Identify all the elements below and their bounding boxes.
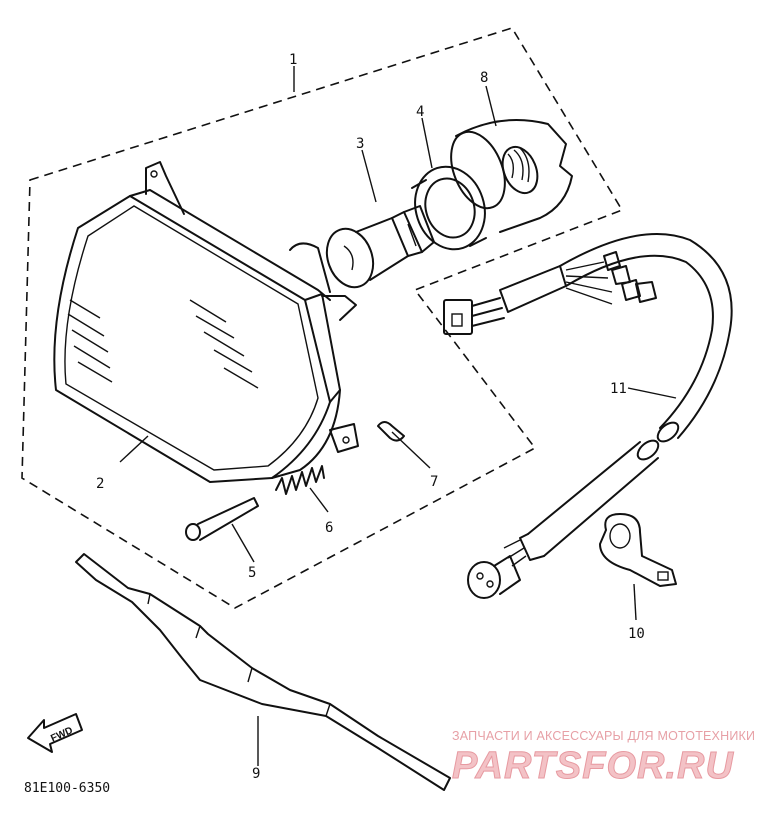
fwd-arrow-icon: FWD [27,713,83,753]
wire-harness [443,233,733,599]
label-part-7: 7 [430,474,438,490]
bulb-holder [411,165,487,251]
clip [377,421,405,442]
label-part-11: 11 [610,381,627,397]
assembly-boundary-dashed [21,27,624,609]
label-part-4: 4 [416,104,424,120]
label-part-8: 8 [480,70,488,86]
watermark-brand: PARTSFOR.RU [452,745,734,787]
bolt [185,497,259,541]
label-part-5: 5 [248,565,256,581]
fwd-label: FWD [49,725,74,744]
leader-lines [119,66,677,766]
bulb [325,205,435,289]
diagram-code: 81E100-6350 [24,781,110,796]
spring [275,465,325,495]
boot-cover [450,119,573,233]
label-part-2: 2 [96,476,104,492]
headlight-unit [53,161,359,483]
watermark-tagline: ЗАПЧАСТИ И АКСЕССУАРЫ ДЛЯ МОТОТЕХНИКИ [452,729,755,743]
label-part-10: 10 [628,626,645,642]
label-part-1: 1 [289,52,297,68]
cover-strip [75,553,451,791]
label-part-9: 9 [252,766,260,782]
label-part-6: 6 [325,520,333,536]
label-part-3: 3 [356,136,364,152]
cable-clamp [599,513,677,587]
